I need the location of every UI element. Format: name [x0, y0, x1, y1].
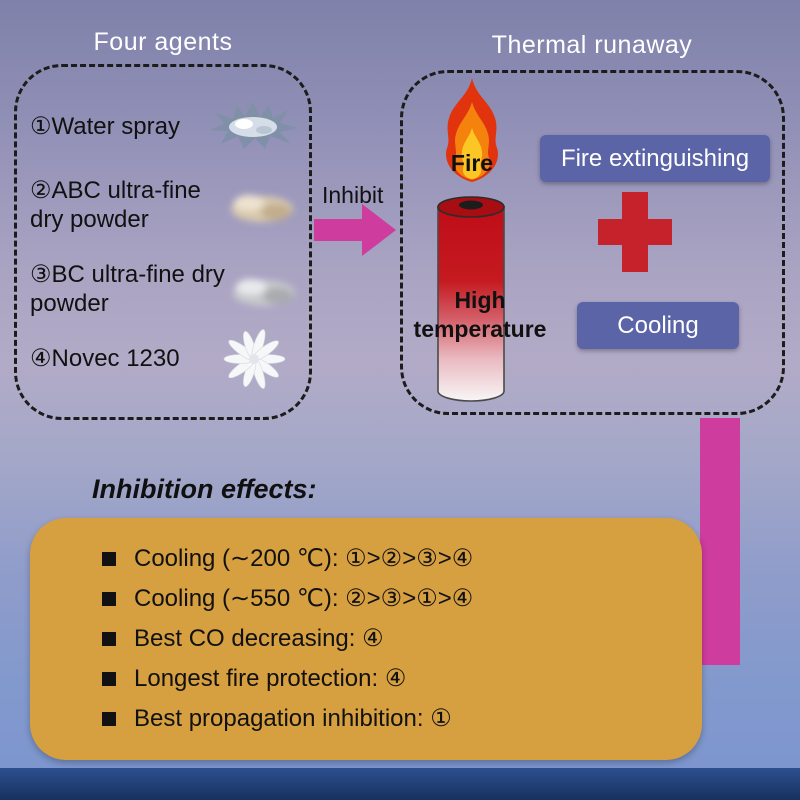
bullet-square-icon: [102, 632, 116, 646]
effect-text: Best propagation inhibition: ①: [134, 705, 452, 732]
bullet-square-icon: [102, 592, 116, 606]
effect-item-3: Best CO decreasing: ④: [102, 624, 384, 653]
effect-text: Best CO decreasing: ④: [134, 625, 384, 652]
bullet-square-icon: [102, 552, 116, 566]
effect-text: Longest fire protection: ④: [134, 665, 407, 692]
effect-item-1: Cooling (∼200 ℃): ①>②>③>④: [102, 544, 473, 573]
agent-1-label: ①Water spray: [30, 113, 180, 140]
agent-4-label: ④Novec 1230: [30, 345, 180, 372]
battery-label: High temperature: [413, 287, 547, 342]
plus-horizontal-bar: [598, 219, 672, 245]
effects-box: Cooling (∼200 ℃): ①>②>③>④ Cooling (∼550 …: [30, 518, 702, 760]
battery-icon: [437, 196, 505, 402]
bc-dry-powder-icon: [233, 279, 295, 306]
four-agents-box: [14, 64, 312, 420]
effect-text: Cooling (∼550 ℃): ②>③>①>④: [134, 585, 474, 612]
effects-heading: Inhibition effects:: [92, 474, 317, 504]
abc-dry-powder-icon: [231, 195, 293, 222]
agent-2-label: ②ABC ultra-fine dry powder: [30, 177, 201, 234]
flame-icon: [446, 78, 498, 182]
inhibit-label: Inhibit: [322, 182, 384, 208]
water-splash-icon: [210, 102, 298, 149]
bullet-square-icon: [102, 712, 116, 726]
effect-item-4: Longest fire protection: ④: [102, 664, 406, 693]
plus-icon: [598, 192, 672, 272]
bullet-square-icon: [102, 672, 116, 686]
effect-item-5: Best propagation inhibition: ①: [102, 704, 452, 733]
flow-arrow-icon: [650, 418, 740, 678]
left-panel-title: Four agents: [93, 28, 233, 56]
fire-label: Fire: [450, 150, 494, 176]
right-panel-title: Thermal runaway: [491, 31, 693, 59]
cooling-label: Cooling: [577, 302, 739, 349]
effect-text: Cooling (∼200 ℃): ①>②>③>④: [134, 545, 474, 572]
inhibit-arrow-icon: [314, 204, 396, 256]
novec-1230-spray-icon: [223, 329, 286, 389]
thermal-runaway-box: [400, 70, 785, 415]
effect-item-2: Cooling (∼550 ℃): ②>③>①>④: [102, 584, 473, 613]
fire-extinguishing-label: Fire extinguishing: [540, 135, 770, 182]
footer-strip: [0, 768, 800, 800]
agent-3-label: ③BC ultra-fine dry powder: [30, 261, 225, 318]
